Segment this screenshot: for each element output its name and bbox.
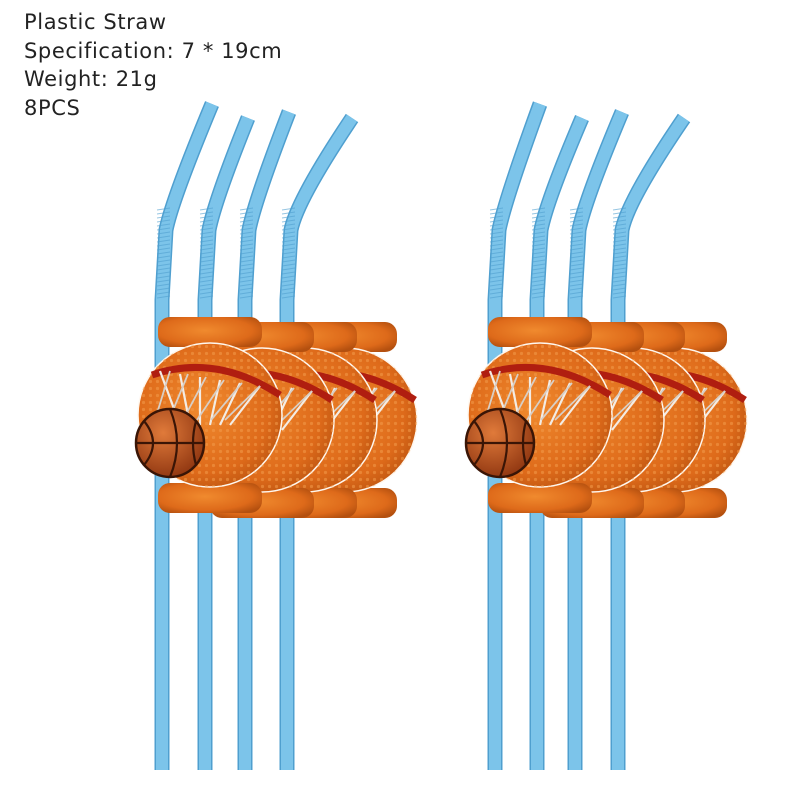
basketball-card-front — [134, 317, 283, 513]
product-specification: Specification: 7 * 19cm — [24, 38, 283, 63]
straw — [567, 109, 629, 770]
straw — [610, 113, 691, 770]
straw — [197, 115, 255, 770]
straw — [154, 101, 219, 770]
straw — [487, 101, 548, 770]
product-quantity: 8PCS — [24, 95, 81, 120]
straw — [529, 115, 589, 770]
straw — [237, 109, 296, 770]
product-title: Plastic Straw — [24, 10, 167, 34]
product-weight: Weight: 21g — [24, 67, 158, 91]
product-spec-text: Plastic Straw Specification: 7 * 19cm We… — [24, 8, 282, 122]
basketball-card-front — [464, 317, 613, 513]
straw — [279, 113, 359, 770]
